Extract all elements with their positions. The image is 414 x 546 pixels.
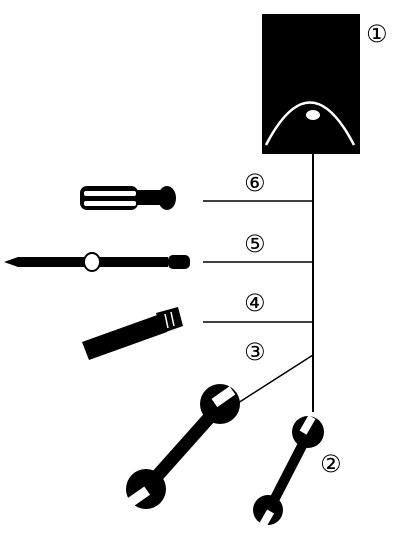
short-screwdriver [80, 186, 176, 210]
large-wrench [126, 384, 240, 509]
callout-3: ③ [244, 338, 266, 366]
tool-case [262, 14, 360, 154]
long-screwdriver [4, 252, 190, 272]
small-wrench [253, 415, 324, 530]
callout-2: ② [320, 450, 342, 478]
callout-5: ⑤ [244, 230, 266, 258]
flat-brush-tool [82, 307, 183, 360]
callout-1: ① [366, 20, 388, 48]
callout-6: ⑥ [244, 169, 266, 197]
leader-line-3 [237, 354, 314, 404]
callout-4: ④ [244, 289, 266, 317]
